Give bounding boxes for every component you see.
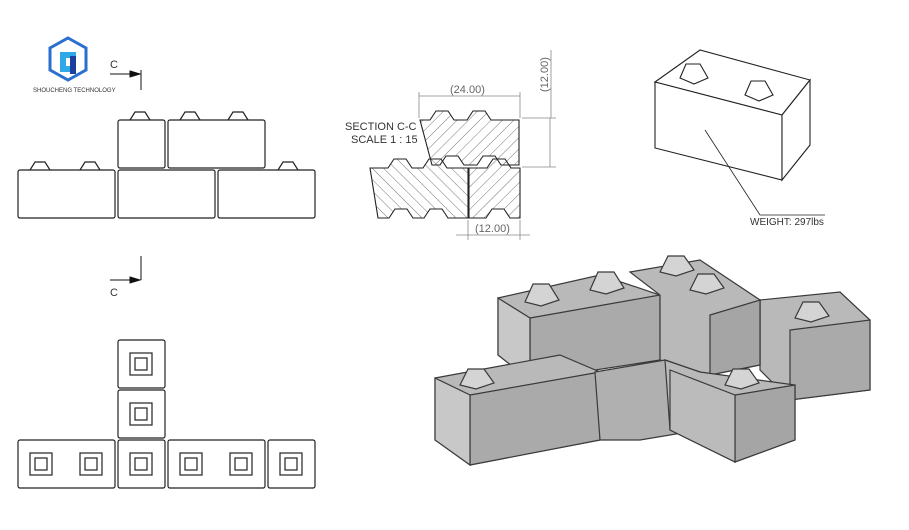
dim-half-width: (12.00) <box>475 223 510 235</box>
dim-width: (24.00) <box>450 84 485 96</box>
weight-label: WEIGHT: 297lbs <box>750 217 824 228</box>
isometric-block: WEIGHT: 297lbs <box>653 49 825 228</box>
section-marker-top: C <box>110 59 142 90</box>
section-label: C <box>110 59 118 71</box>
dim-height: (12.00) <box>539 57 551 92</box>
rendered-blocks <box>434 255 871 467</box>
front-elevation <box>17 111 316 219</box>
section-title: SECTION C-C <box>345 121 417 133</box>
section-label: C <box>110 287 118 299</box>
plan-view <box>17 339 316 489</box>
section-marker-bottom: C <box>110 256 142 299</box>
section-scale: SCALE 1 : 15 <box>351 134 418 146</box>
logo-text: SHOUCHENG TECHNOLOGY <box>33 88 116 94</box>
section-view: SECTION C-C SCALE 1 : 15 (24.00) (12.00)… <box>345 50 556 240</box>
company-logo: SHOUCHENG TECHNOLOGY <box>33 36 116 94</box>
